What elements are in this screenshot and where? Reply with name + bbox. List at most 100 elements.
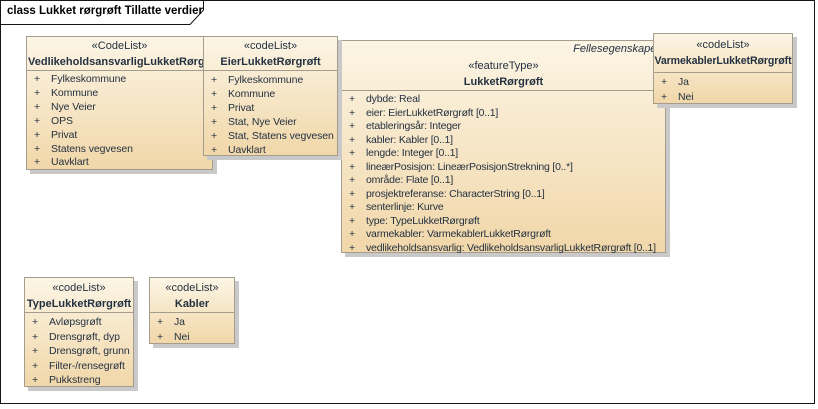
class-header: «codeList» Kabler [150, 278, 234, 313]
visibility-marker: + [661, 76, 668, 88]
attribute-label: Fylkeskommune [228, 74, 304, 86]
visibility-marker: + [211, 88, 218, 100]
stereotype-label: «CodeList» [91, 40, 148, 52]
visibility-marker: + [211, 74, 218, 86]
visibility-marker: + [32, 330, 39, 343]
attribute-row: +Uavklart [204, 143, 337, 157]
attribute-row: + OPS [27, 115, 212, 129]
attribute-label: Ja [174, 316, 185, 328]
visibility-marker: + [211, 116, 218, 128]
diagram-title: class Lukket rørgrøft Tillatte verdier [7, 5, 203, 17]
tab-corner-shape [0, 0, 204, 25]
class-box-lukket-rorgroft[interactable]: Fellesegenskaper «featureType» LukketRør… [341, 40, 666, 255]
visibility-marker: + [34, 114, 41, 127]
stereotype-label: «codeList» [243, 40, 298, 52]
attribute-label: Pukkstreng [49, 374, 101, 387]
visibility-marker: + [34, 86, 41, 99]
visibility-marker: + [34, 100, 41, 113]
visibility-marker: + [32, 316, 39, 328]
stereotype-label: «codeList» [696, 39, 750, 51]
class-box-kabler[interactable]: «codeList» Kabler + Ja +Nei [149, 277, 235, 344]
attribute-row: +type: TypeLukketRørgrøft [342, 215, 665, 229]
visibility-marker: + [349, 214, 355, 227]
attribute-label: senterlinje: Kurve [366, 201, 444, 213]
class-header: «codeList» VarmekablerLukketRørgrøft [654, 34, 792, 73]
attribute-row: +Kommune [204, 87, 337, 101]
visibility-marker: + [349, 241, 355, 254]
class-name: VedlikeholdsansvarligLukketRørgrøft [28, 56, 212, 68]
attribute-label: Nei [678, 91, 694, 103]
attribute-label: eier: EierLukketRørgrøft [0..1] [366, 106, 499, 119]
attribute-label: Nye Veier [51, 100, 96, 113]
attribute-row: +prosjektreferanse: CharacterString [0..… [342, 188, 665, 202]
visibility-marker: + [349, 133, 355, 146]
visibility-marker: + [34, 156, 41, 169]
attribute-row: +lengde: Integer [0..1] [342, 147, 665, 161]
attribute-row: +Nei [654, 90, 792, 105]
attribute-row: + Pukkstreng [25, 373, 133, 388]
attribute-row: + Stat, Nye Veier [204, 115, 337, 129]
attributes-compartment: + Ja +Nei [654, 73, 792, 105]
attribute-label: Ja [678, 76, 689, 88]
attribute-row: +Fylkeskommune [27, 73, 212, 87]
attribute-row: +Nei [150, 330, 234, 345]
diagram-title-tab: class Lukket rørgrøft Tillatte verdier [0, 0, 208, 26]
attribute-row: +Statens vegvesen [27, 143, 212, 157]
visibility-marker: + [349, 120, 355, 132]
class-box-eier-lukket-rorgroft[interactable]: «codeList» EierLukketRørgrøft +Fylkeskom… [203, 36, 338, 156]
class-name: VarmekablerLukketRørgrøft [654, 55, 792, 67]
attribute-label: Privat [228, 102, 255, 114]
attribute-row: + kabler: Kabler [0..1] [342, 134, 665, 148]
attribute-label: Stat, Nye Veier [228, 116, 297, 128]
attribute-row: + Stat, Statens vegvesen [204, 129, 337, 143]
attribute-label: vedlikeholdsansvarlig: Vedlikeholdsansva… [366, 241, 656, 254]
visibility-marker: + [349, 147, 355, 159]
stereotype-label: «featureType» [468, 60, 539, 72]
attribute-row: + lineærPosisjon: LineærPosisjonStrekning… [342, 161, 665, 175]
visibility-marker: + [32, 374, 39, 387]
visibility-marker: + [32, 345, 39, 358]
attributes-compartment: + Ja +Nei [150, 313, 234, 345]
class-box-vedlikeholdsansvarlig-lukket-rorgroft[interactable]: «CodeList» VedlikeholdsansvarligLukketRø… [26, 36, 213, 170]
attribute-label: Filter-/rensegrøft [49, 359, 125, 372]
class-box-type-lukket-rorgroft[interactable]: «codeList» TypeLukketRørgrøft +Avløpsgrø… [24, 277, 134, 387]
visibility-marker: + [349, 228, 355, 240]
class-name: Kabler [174, 298, 210, 310]
visibility-marker: + [32, 359, 39, 372]
attributes-compartment: +Avløpsgrøft+Drensgrøft, dyp+Drensgrøft,… [25, 313, 133, 388]
class-box-varmekabler-lukket-rorgroft[interactable]: «codeList» VarmekablerLukketRørgrøft + Ja… [653, 33, 793, 104]
visibility-marker: + [349, 160, 355, 173]
visibility-marker: + [34, 142, 41, 155]
visibility-marker: + [349, 174, 355, 186]
attribute-row: + Fylkeskommune [204, 73, 337, 87]
attribute-row: + Drensgrøft, grunn [25, 344, 133, 359]
visibility-marker: + [211, 130, 218, 142]
attribute-label: Stat, Statens vegvesen [228, 130, 334, 142]
attribute-row: + Ja [150, 315, 234, 330]
attribute-row: + Ja [654, 75, 792, 90]
package-label: Fellesegenskaper [573, 43, 660, 55]
visibility-marker: + [211, 144, 218, 156]
attribute-label: kabler: Kabler [0..1] [366, 133, 453, 146]
attribute-row: +Privat [27, 129, 212, 143]
visibility-marker: + [349, 201, 355, 213]
visibility-marker: + [157, 316, 164, 328]
attribute-row: + vedlikeholdsansvarlig: Vedlikeholdsansv… [342, 242, 665, 256]
class-header: «CodeList» VedlikeholdsansvarligLukketRø… [27, 37, 212, 71]
attribute-row: +Privat [204, 101, 337, 115]
attribute-label: Kommune [51, 86, 99, 99]
stereotype-label: «codeList» [52, 282, 106, 294]
visibility-marker: + [349, 187, 355, 200]
attribute-label: OPS [51, 114, 73, 127]
attribute-label: lineærPosisjon: LineærPosisjonStrekning … [366, 160, 573, 173]
attributes-compartment: +dybde: Real+eier: EierLukketRørgrøft [0… [342, 91, 665, 255]
visibility-marker: + [157, 331, 164, 343]
class-header: Fellesegenskaper «featureType» LukketRør… [342, 41, 665, 91]
visibility-marker: + [34, 128, 41, 141]
attribute-label: Drensgrøft, grunn [49, 345, 130, 358]
class-name: TypeLukketRørgrøft [26, 298, 132, 310]
attribute-label: Fylkeskommune [51, 73, 127, 85]
attribute-row: +Drensgrøft, dyp [25, 330, 133, 345]
